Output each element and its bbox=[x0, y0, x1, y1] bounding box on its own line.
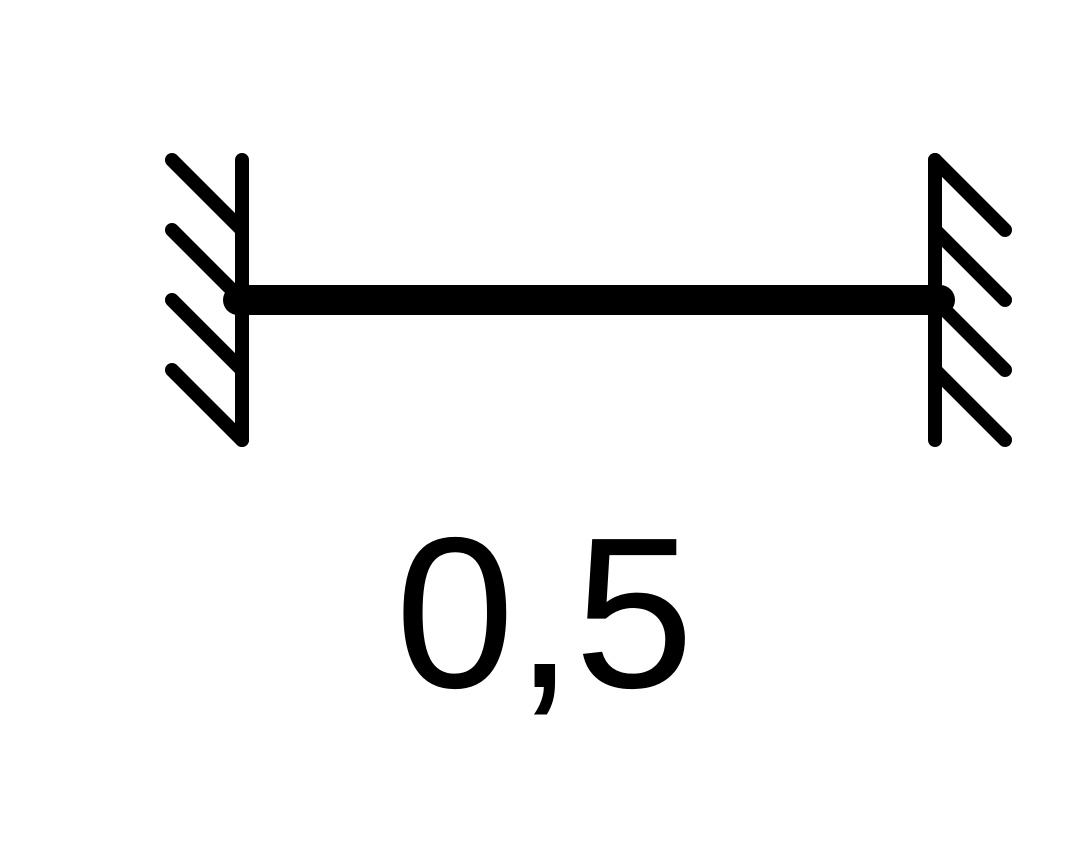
left-hatch-1 bbox=[165, 153, 249, 237]
right-hatch-2 bbox=[928, 223, 1012, 307]
right-hatch-4 bbox=[928, 363, 1012, 447]
left-hatch-4 bbox=[165, 363, 249, 447]
right-hatch-1 bbox=[928, 153, 1012, 237]
left-hatch-3 bbox=[165, 293, 249, 377]
length-label: 0,5 bbox=[395, 492, 694, 733]
